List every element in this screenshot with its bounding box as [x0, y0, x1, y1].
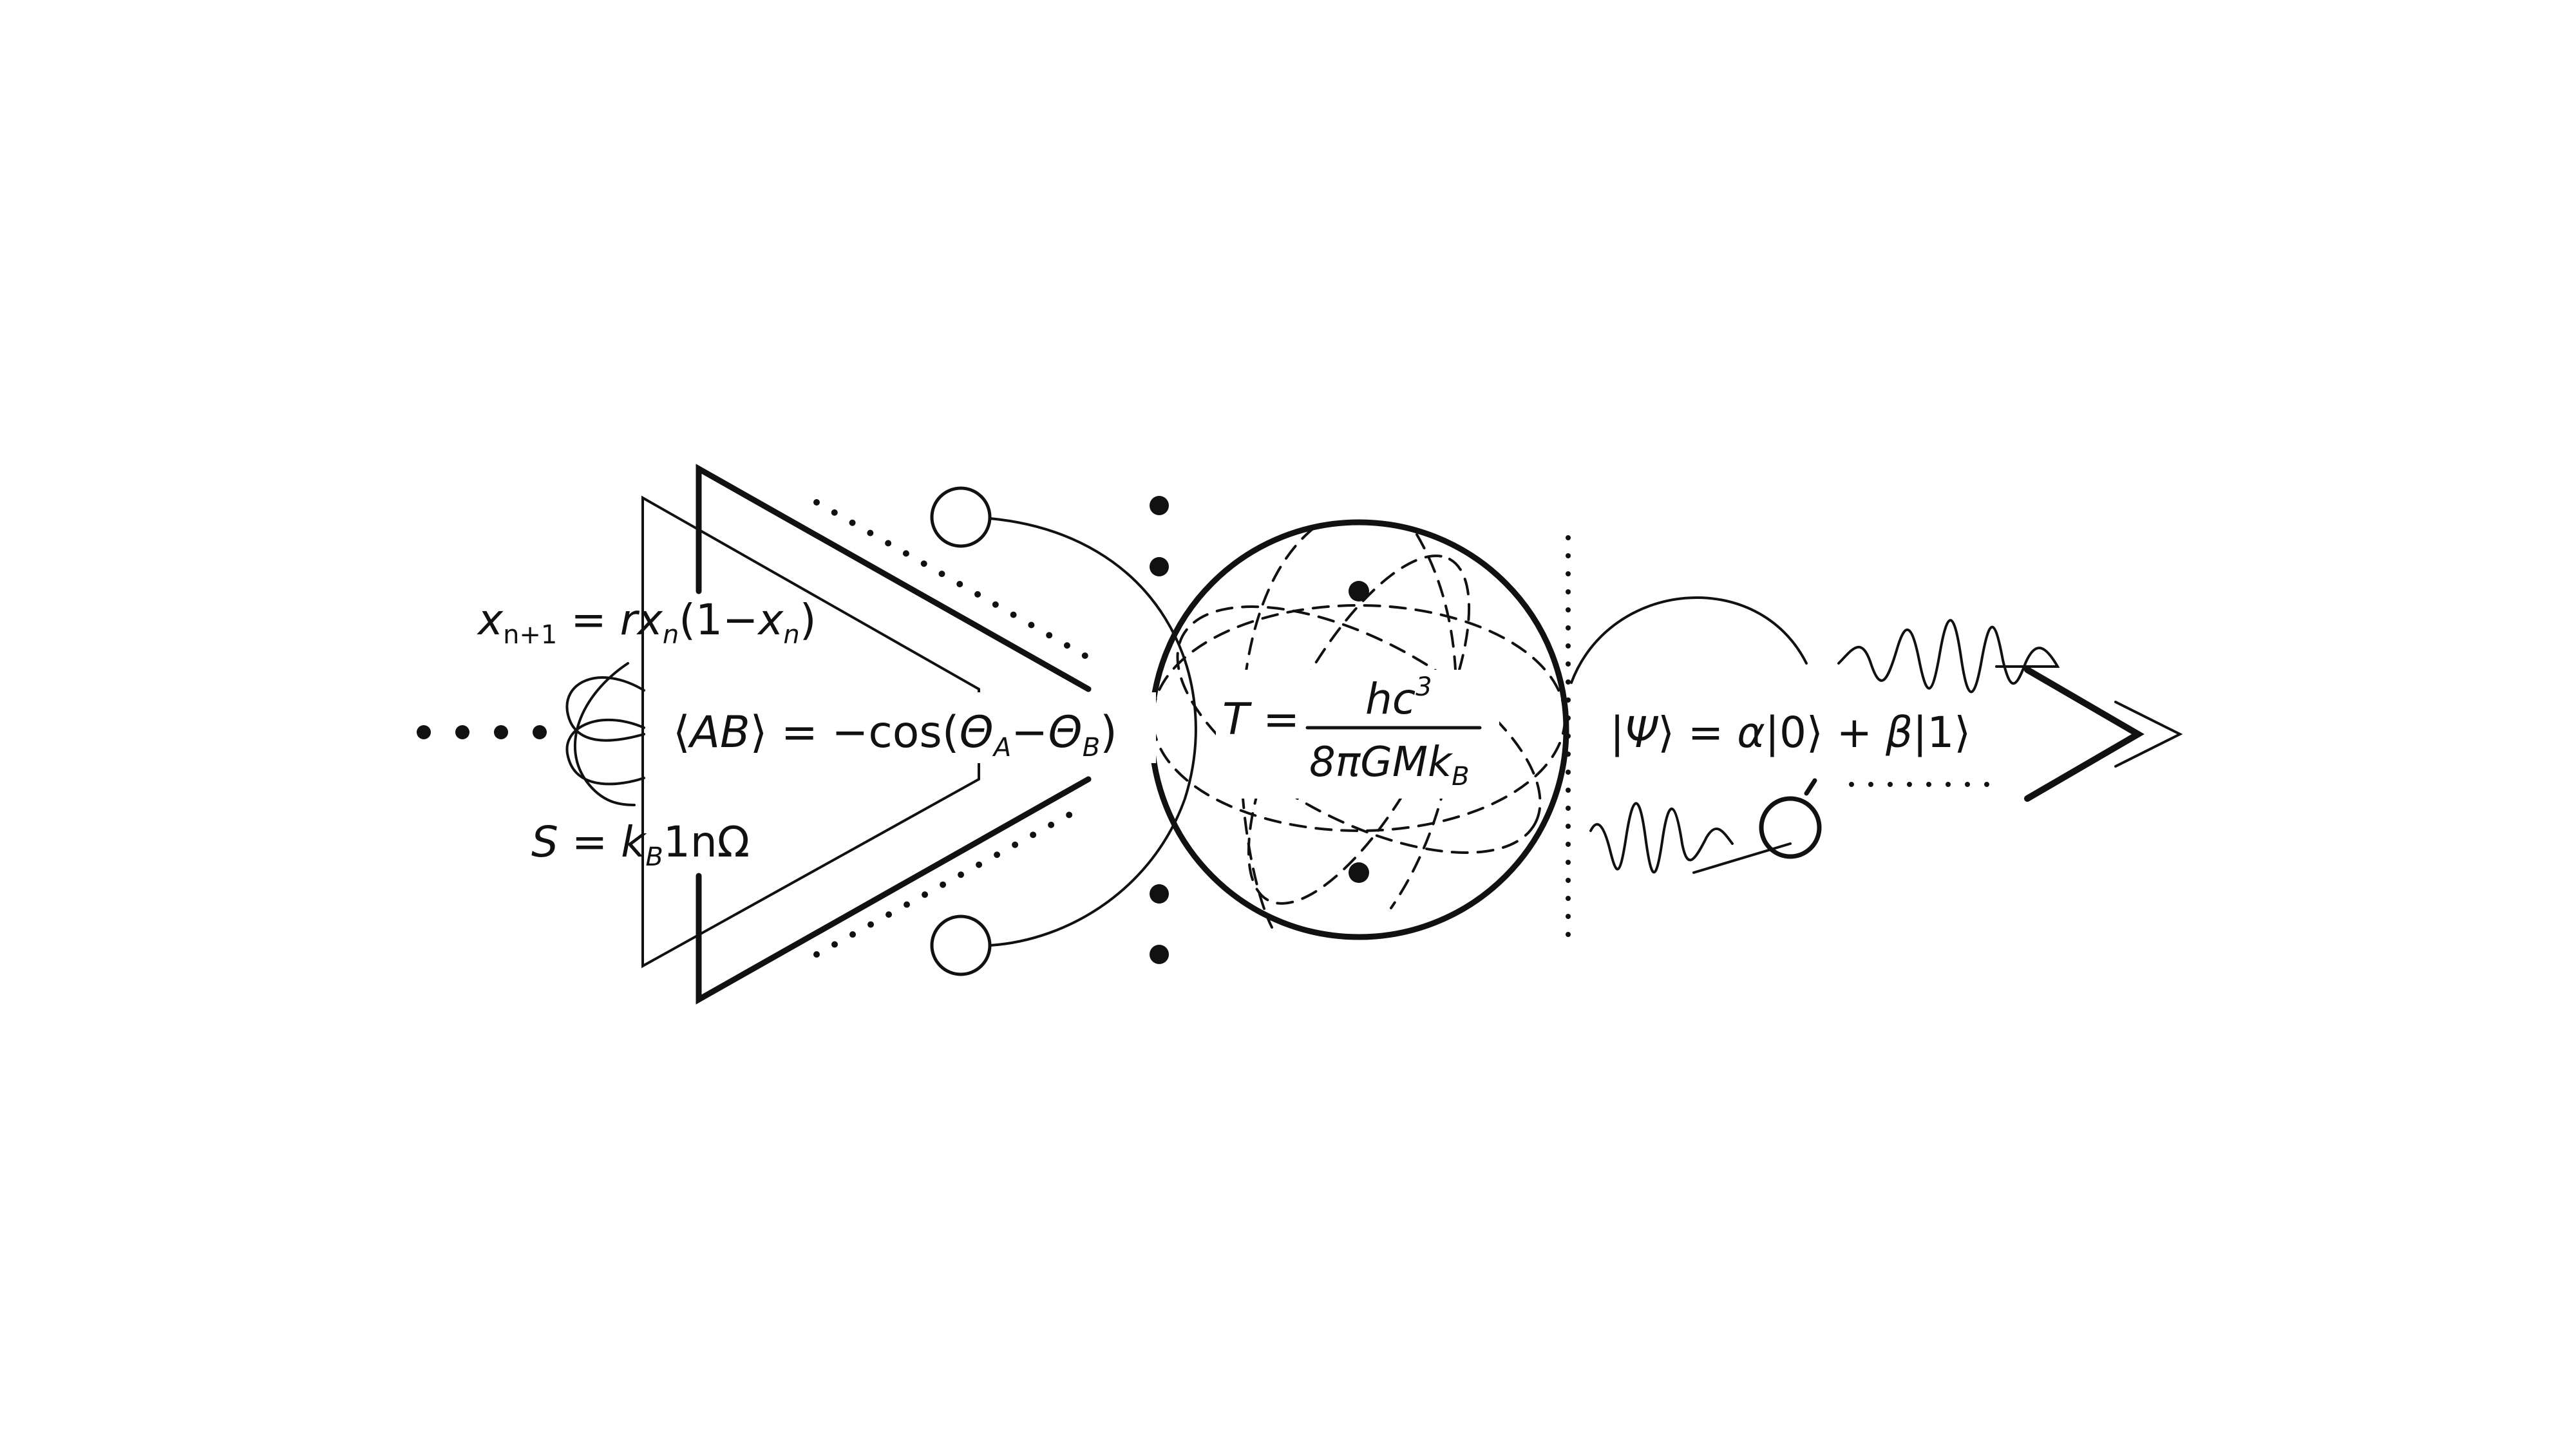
bell-close: ⟩	[750, 707, 768, 758]
qubit-ket0: |0⟩	[1765, 708, 1823, 757]
inner-triangle	[641, 495, 980, 969]
entropy-tail: 1nΩ	[663, 817, 750, 867]
logistic-map-equation: xn+1 = rxn(1−xn)	[477, 595, 816, 650]
pole-dot-bottom	[1349, 862, 1369, 883]
logistic-open: (1−	[679, 595, 758, 645]
orbit-loop-lower	[565, 718, 645, 786]
bell-correlation-equation: ⟨AB⟩ = −cos(ΘA−ΘB)	[673, 707, 1117, 762]
hawking-lhs: T =	[1222, 694, 1300, 745]
entropy-k: k	[621, 817, 647, 867]
hawking-den-sub: B	[1452, 762, 1469, 791]
bell-minus: −	[1011, 707, 1048, 758]
left-dot-row-icon	[417, 725, 547, 739]
orbit-equator	[1151, 604, 1566, 832]
dashed-globe-icon	[1148, 519, 1569, 940]
entropy-equation: S = kB1nΩ	[531, 817, 750, 872]
outer-chevron-upper	[696, 464, 1092, 692]
hawking-t: T	[1222, 694, 1252, 745]
half-circle-arc	[989, 517, 1197, 947]
logistic-x2: x	[636, 595, 663, 645]
qubit-bar: |	[1610, 708, 1624, 757]
meridian-left	[1239, 527, 1315, 929]
bell-sub-b: B	[1083, 733, 1100, 762]
node-tick	[1804, 778, 1817, 796]
qubit-beta: β	[1885, 708, 1913, 757]
dot	[494, 725, 508, 739]
outer-chevron-lower	[696, 776, 1092, 1005]
right-arc	[1570, 596, 1808, 684]
pole-dot-top	[1349, 581, 1369, 601]
hawking-den-main: 8πGMk	[1309, 739, 1454, 786]
qubit-ket-close: ⟩	[1658, 708, 1674, 757]
bell-theta-b: Θ	[1048, 707, 1083, 758]
sine-wave-lower-icon	[1589, 802, 1734, 874]
dotted-parallel-lower	[813, 802, 1090, 958]
bell-end: )	[1100, 707, 1117, 758]
logistic-r: r	[620, 595, 640, 645]
dot	[455, 725, 469, 739]
chevron-thin	[2114, 701, 2183, 768]
bell-open: ⟨	[673, 707, 690, 758]
dotted-parallel-upper	[813, 499, 1090, 660]
hawking-eq: =	[1249, 694, 1300, 745]
logistic-sub-n1: n+1	[503, 620, 557, 650]
chevron-thick	[2024, 667, 2145, 802]
logistic-sub-n3: n	[783, 620, 799, 650]
label-backdrop	[1216, 670, 1499, 799]
qubit-backdrop	[1604, 699, 2022, 763]
hawking-num-sup: 3	[1416, 672, 1432, 702]
node-circle-right	[1759, 796, 1822, 859]
bell-ab: AB	[688, 707, 750, 758]
logistic-sub-n2: n	[663, 620, 679, 650]
double-triangle-icon	[641, 464, 1092, 1005]
hawking-denominator: 8πGMkB	[1309, 739, 1470, 791]
node-circle-top	[930, 486, 992, 548]
orbit-arc	[573, 662, 636, 806]
dot	[1150, 884, 1169, 904]
dot	[1150, 557, 1169, 576]
qubit-alpha: α	[1737, 708, 1765, 757]
vertical-dots-icon	[1150, 496, 1169, 964]
bell-backdrop	[667, 692, 1156, 763]
qubit-plus: +	[1823, 708, 1886, 757]
logistic-eq: =	[557, 595, 620, 645]
double-chevron-icon	[2024, 667, 2183, 802]
qubit-state-equation: |Ψ⟩ = α|0⟩ + β|1⟩	[1610, 708, 1971, 757]
entropy-eq: =	[558, 817, 621, 867]
hawking-numerator: hc3	[1365, 672, 1432, 724]
logistic-close: )	[800, 595, 817, 645]
dot	[417, 725, 431, 739]
node-connector	[1692, 842, 1792, 874]
logistic-x: x	[477, 595, 504, 645]
qubit-ket1: |1⟩	[1913, 708, 1971, 757]
sine-wave-icon	[1837, 619, 2060, 694]
orbit-tilted-a	[1176, 605, 1542, 854]
orbit-loop-upper	[565, 676, 645, 742]
entropy-sub-b: B	[645, 842, 663, 872]
dot	[1150, 496, 1169, 515]
atom-orbit-icon	[565, 662, 645, 806]
dot	[1150, 945, 1169, 964]
bell-theta-a: Θ	[959, 707, 994, 758]
qubit-psi: Ψ	[1624, 708, 1658, 757]
bell-sub-a: A	[992, 733, 1011, 762]
dot	[533, 725, 547, 739]
logistic-x3: x	[757, 595, 784, 645]
entropy-s: S	[531, 817, 558, 867]
qubit-eq: =	[1674, 708, 1737, 757]
hawking-num-h: hc	[1365, 674, 1416, 724]
node-circle-bottom	[930, 914, 992, 976]
bell-mid: = −cos(	[767, 707, 959, 758]
